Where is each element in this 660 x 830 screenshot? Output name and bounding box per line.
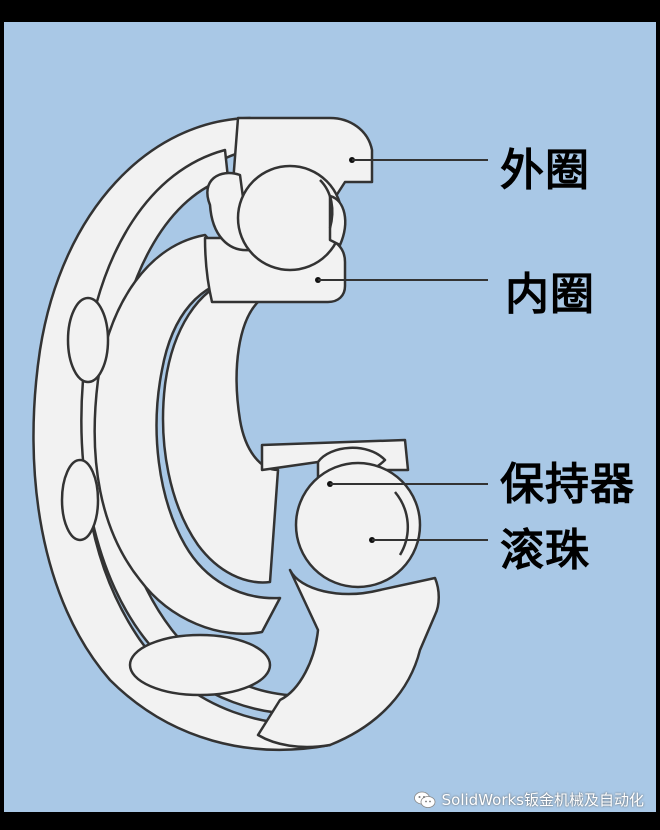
label-outer-ring: 外圈: [500, 145, 590, 196]
outer-ring-lower-section: [256, 568, 440, 749]
wechat-icon: [413, 791, 436, 808]
upper-cage-right: [328, 194, 347, 247]
watermark: SolidWorks钣金机械及自动化: [413, 789, 644, 810]
upper-ball: [236, 164, 344, 272]
hidden-ball-left-top: [66, 296, 110, 384]
lower-ball: [294, 461, 422, 589]
label-cage: 保持器: [500, 459, 635, 510]
watermark-text: SolidWorks钣金机械及自动化: [441, 791, 644, 809]
label-inner-ring: 内圈: [505, 269, 595, 320]
inner-ring-bore: [161, 276, 280, 584]
hidden-ball-left-bottom: [60, 458, 100, 542]
label-ball: 滚珠: [500, 525, 590, 576]
hidden-ball-bottom: [128, 633, 272, 697]
